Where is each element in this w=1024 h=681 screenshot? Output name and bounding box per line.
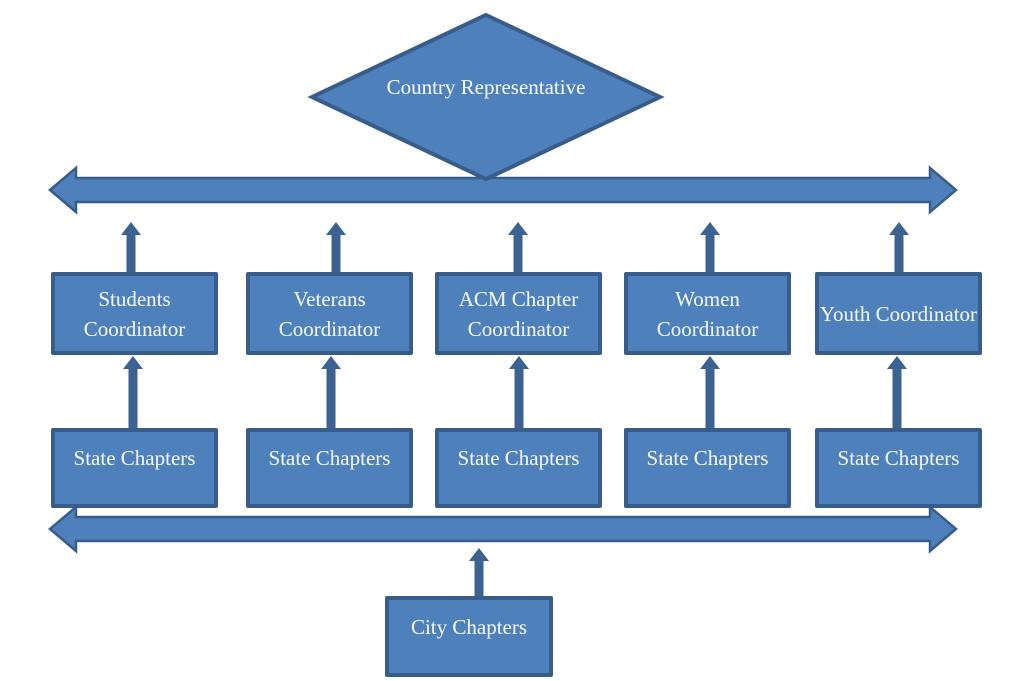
up-arrow xyxy=(889,222,909,273)
node-label: State Chapters xyxy=(73,446,196,470)
up-arrow xyxy=(121,222,141,273)
node-youth-coordinator: Youth Coordinator xyxy=(815,272,982,355)
horizontal-double-arrow-bottom xyxy=(48,504,958,554)
node-state-chapters: State Chapters xyxy=(624,428,791,508)
node-label: State Chapters xyxy=(646,446,769,470)
up-arrow xyxy=(509,356,529,429)
country-representative-diamond xyxy=(307,12,665,182)
node-label: State Chapters xyxy=(457,446,580,470)
up-arrow xyxy=(123,356,143,429)
node-label: Students Coordinator xyxy=(83,286,186,341)
up-arrow xyxy=(508,222,528,273)
node-acm-chapter-coordinator: ACM Chapter Coordinator xyxy=(435,272,602,355)
up-arrow xyxy=(700,356,720,429)
node-label: City Chapters xyxy=(410,615,528,639)
node-label: State Chapters xyxy=(837,446,960,470)
up-arrow xyxy=(700,222,720,273)
node-veterans-coordinator: Veterans Coordinator xyxy=(246,272,413,355)
node-city-chapters: City Chapters xyxy=(385,596,553,677)
up-arrow xyxy=(321,356,341,429)
node-label: Youth Coordinator xyxy=(819,301,978,326)
horizontal-double-arrow-top xyxy=(48,165,958,215)
node-label: ACM Chapter Coordinator xyxy=(458,286,579,341)
up-arrow xyxy=(887,356,907,429)
node-label: Women Coordinator xyxy=(656,286,759,341)
node-label: State Chapters xyxy=(268,446,391,470)
up-arrow xyxy=(469,548,489,597)
node-state-chapters: State Chapters xyxy=(435,428,602,508)
up-arrow xyxy=(326,222,346,273)
node-label: Veterans Coordinator xyxy=(278,286,381,341)
node-state-chapters: State Chapters xyxy=(51,428,218,508)
node-women-coordinator: Women Coordinator xyxy=(624,272,791,355)
node-state-chapters: State Chapters xyxy=(246,428,413,508)
node-state-chapters: State Chapters xyxy=(815,428,982,508)
node-students-coordinator: Students Coordinator xyxy=(51,272,218,355)
node-country-representative-label: Country Representative xyxy=(386,75,586,99)
